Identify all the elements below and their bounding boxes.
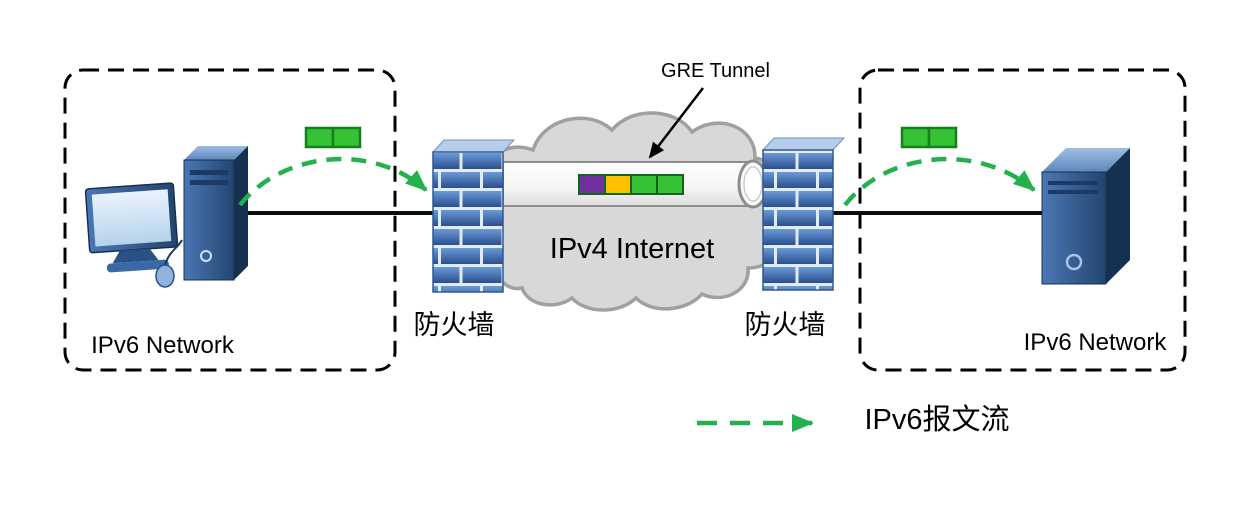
right-flow-arrow	[843, 156, 1036, 207]
left-firewall-icon	[431, 139, 516, 293]
gre-encapsulated-packet-icon	[578, 174, 684, 195]
ipv4-cloud-icon	[468, 111, 785, 312]
legend-label: IPv6报文流	[864, 404, 1010, 436]
cloud-label: IPv4 Internet	[549, 233, 715, 265]
left-network-label: IPv6 Network	[91, 332, 234, 359]
left-ipv6-packet-icon	[304, 126, 362, 149]
gre-tunnel-label: GRE Tunnel	[661, 60, 770, 82]
right-network-boundary	[858, 68, 1187, 372]
left-flow-arrow	[238, 156, 428, 207]
left-network-boundary	[63, 68, 397, 372]
computer-icon	[84, 146, 248, 288]
left-firewall-label: 防火墙	[413, 310, 495, 340]
server-icon	[1041, 148, 1130, 285]
gre-pointer-arrow	[648, 87, 704, 159]
right-firewall-icon	[761, 137, 846, 291]
right-firewall-label: 防火墙	[744, 310, 826, 340]
right-network-label: IPv6 Network	[1023, 329, 1167, 356]
right-ipv6-packet-icon	[900, 126, 958, 149]
